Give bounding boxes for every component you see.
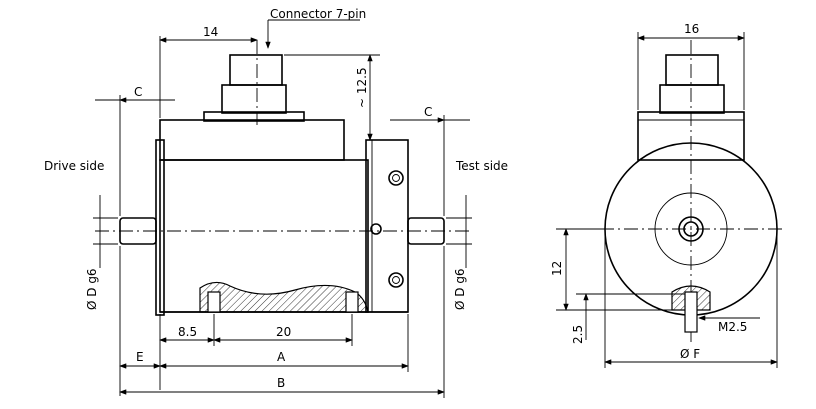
dim-20: 20 [276,325,291,339]
drive-side-label: Drive side [44,159,104,173]
dim-14-label: 14 [203,25,218,39]
dim-e: E [136,350,144,364]
bolt-top [388,170,404,186]
dim-12: 12 [550,261,564,276]
connector-middle [221,84,287,114]
cutaway-section [199,281,369,313]
dim-12-5-label: ~ 12.5 [355,67,369,108]
housing-top-band [159,119,345,161]
front-connector-top [665,54,719,86]
dim-a: A [277,350,286,364]
dim-m2-5: M2.5 [718,320,747,334]
dim-d-left: Ø D g6 [85,268,99,310]
dim-8-5: 8.5 [178,325,197,339]
dim-16: 16 [684,22,699,36]
dim-b: B [277,376,285,390]
side-view: 14 Connector 7-pin ~ 12.5 C C Drive side… [44,7,508,398]
dim-2-5: 2.5 [571,325,585,344]
dim-d-right: Ø D g6 [453,268,467,310]
test-side-label: Test side [455,159,508,173]
connector-base [203,111,305,122]
dim-c-right: C [424,105,432,119]
connector-label: Connector 7-pin [270,7,366,21]
dim-c-left: C [134,85,142,99]
center-screw [370,223,382,235]
bolt-bottom [388,272,404,288]
dim-f: Ø F [680,347,700,361]
front-connector-middle [659,84,725,114]
connector-top [229,54,283,86]
front-view: 16 12 2.5 M2.5 Ø F [550,22,785,368]
